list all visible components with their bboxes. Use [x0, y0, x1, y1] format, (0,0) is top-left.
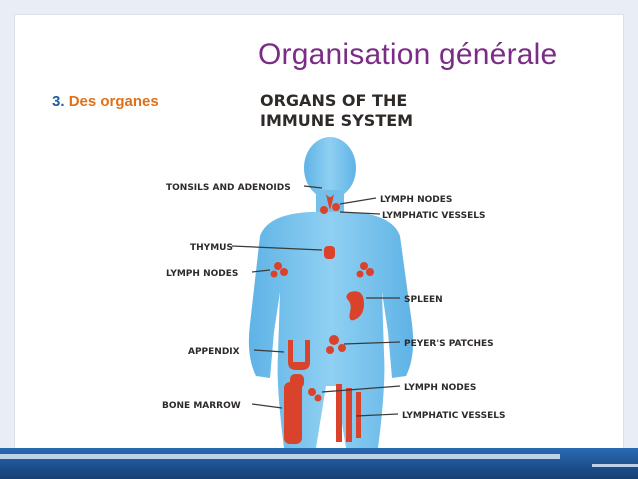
leader-thymus — [231, 245, 323, 251]
organ-peyers-patches — [326, 335, 346, 354]
label-lymph-nodes-left: LYMPH NODES — [166, 269, 238, 279]
diagram-title-line2: IMMUNE SYSTEM — [260, 111, 413, 130]
organ-appendix — [288, 340, 310, 370]
leader-peyers-patches — [343, 341, 401, 345]
leader-lymphatic-vessels-leg — [355, 413, 399, 417]
organ-spleen — [346, 291, 364, 321]
organ-lymph-nodes-left — [270, 262, 288, 278]
bottom-bar-accent — [592, 464, 638, 467]
section-heading: 3. Des organes — [52, 93, 159, 110]
bottom-bar-stripe — [0, 454, 560, 459]
leader-lymph-nodes-left — [251, 269, 271, 273]
label-thymus: THYMUS — [190, 243, 233, 253]
leader-bone-marrow — [251, 403, 283, 409]
label-lymphatic-vessels-neck: LYMPHATIC VESSELS — [382, 211, 485, 221]
slide-title: Organisation générale — [258, 38, 558, 71]
leader-lymphatic-vessels-neck — [339, 211, 381, 215]
label-lymphatic-vessels-leg: LYMPHATIC VESSELS — [402, 411, 505, 421]
bottom-bar — [0, 448, 638, 479]
organ-lymph-nodes-right — [356, 262, 374, 278]
section-number: 3. — [52, 93, 65, 110]
label-bone-marrow: BONE MARROW — [162, 401, 241, 411]
diagram-svg: ORGANS OF THE IMMUNE SYSTEM — [162, 91, 505, 448]
organ-lymphatic-vessels-leg — [336, 384, 361, 442]
organ-lymph-nodes-groin — [308, 388, 322, 402]
label-spleen: SPLEEN — [404, 295, 443, 305]
immune-system-diagram: ORGANS OF THE IMMUNE SYSTEM — [160, 86, 520, 448]
leader-lymph-nodes-neck — [339, 197, 377, 205]
label-tonsils: TONSILS AND ADENOIDS — [166, 183, 291, 193]
leader-appendix — [253, 349, 285, 353]
label-appendix: APPENDIX — [188, 347, 240, 357]
label-lymph-nodes-neck: LYMPH NODES — [380, 195, 452, 205]
section-text: Des organes — [68, 93, 159, 110]
organ-tonsils — [320, 194, 340, 214]
organ-thymus — [324, 246, 335, 259]
diagram-title-line1: ORGANS OF THE — [260, 91, 407, 110]
leader-tonsils — [303, 185, 323, 189]
label-lymph-nodes-groin: LYMPH NODES — [404, 383, 476, 393]
organ-bone-marrow — [284, 374, 304, 444]
label-peyers-patches: PEYER'S PATCHES — [404, 339, 494, 349]
leader-lymph-nodes-groin — [321, 385, 401, 393]
